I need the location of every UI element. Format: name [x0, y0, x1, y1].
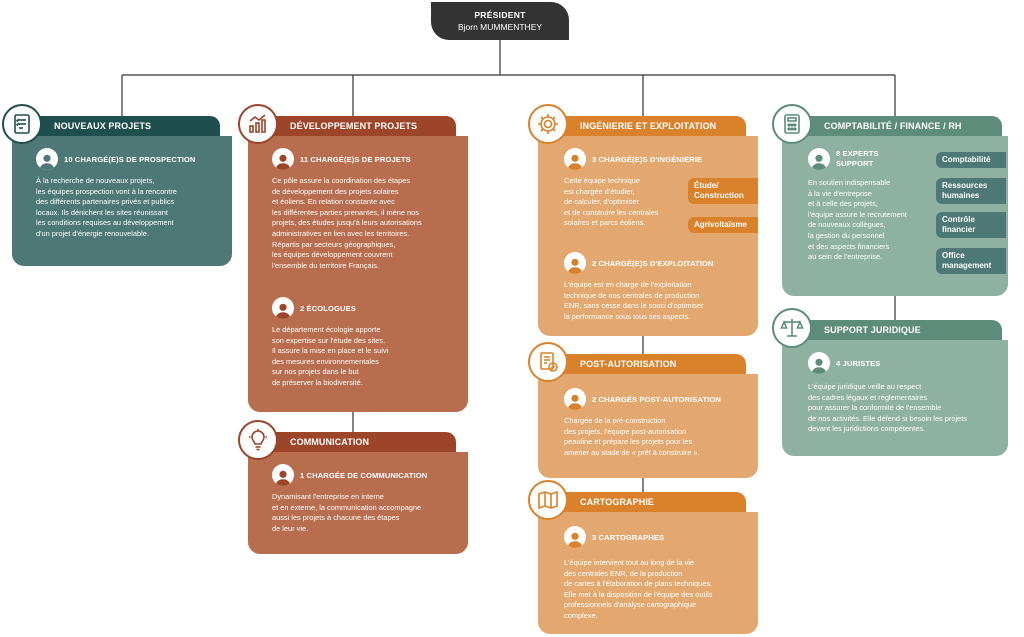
person-icon [272, 464, 294, 486]
team-label: 4 JURISTES [836, 358, 881, 368]
tag-controle-financier: Contrôle financier [936, 212, 1006, 238]
person-icon [564, 388, 586, 410]
team-label: 2 ÉCOLOGUES [300, 303, 356, 313]
team-label: 1 CHARGÉE DE COMMUNICATION [300, 470, 428, 480]
person-icon [36, 148, 58, 170]
team-juristes: 4 JURISTES [808, 352, 880, 374]
chart-growth-icon [238, 104, 278, 144]
person-icon [564, 526, 586, 548]
team-label: 3 CHARGÉ(E)S D'INGÉNIERIE [592, 154, 703, 164]
team-description: Ce pôle assure la coordination des étape… [272, 176, 422, 270]
team-label: 2 CHARGÉS POST-AUTORISATION [592, 394, 721, 404]
team-label: 3 CARTOGRAPHES [592, 532, 665, 542]
team-cartographes: 3 CARTOGRAPHES [564, 526, 664, 548]
dept-developpement [248, 136, 468, 412]
team-description: Chargée de la pré-construction des proje… [564, 416, 700, 457]
person-icon [564, 252, 586, 274]
team-experts-support: 8 EXPERTS SUPPORT [808, 148, 894, 170]
team-description: En soutien indispensable à la vie d'entr… [808, 178, 907, 262]
person-icon [564, 148, 586, 170]
dept-developpement-title: DÉVELOPPEMENT PROJETS [260, 116, 456, 136]
gear-icon [528, 104, 568, 144]
calculator-icon [772, 104, 812, 144]
lightbulb-icon [238, 420, 278, 460]
dept-comptabilite-title: COMPTABILITÉ / FINANCE / RH [794, 116, 1002, 136]
tag-ressources-humaines: Ressources humaines [936, 178, 1006, 204]
tag-etude-construction: Étude/ Construction [688, 178, 758, 204]
dept-cartographie-title: CARTOGRAPHIE [550, 492, 746, 512]
team-post-autorisation: 2 CHARGÉS POST-AUTORISATION [564, 388, 721, 410]
team-label: 2 CHARGÉ(E)S D'EXPLOITATION [592, 258, 714, 268]
document-check-icon [528, 342, 568, 382]
team-description: Cette équipe technique est chargée d'étu… [564, 176, 659, 228]
person-icon [808, 352, 830, 374]
team-prospection: 10 CHARGÉ(E)S DE PROSPECTION [36, 148, 196, 170]
tag-comptabilite: Comptabilité [936, 152, 1006, 168]
team-ecologues: 2 ÉCOLOGUES [272, 297, 356, 319]
team-charges-projets: 11 CHARGÉ(E)S DE PROJETS [272, 148, 411, 170]
dept-ingenierie-title: INGÉNIERIE ET EXPLOITATION [550, 116, 746, 136]
president-box: PRÉSIDENT Bjorn MUMMENTHEY [431, 2, 569, 40]
dept-juridique-title: SUPPORT JURIDIQUE [794, 320, 1002, 340]
team-description: L'équipe juridique veille au respect des… [808, 382, 967, 434]
team-description: L'équipe est en charge de l'exploitation… [564, 280, 704, 321]
tag-office-management: Office management [936, 248, 1006, 274]
map-icon [528, 480, 568, 520]
team-description: Le département écologie apporte son expe… [272, 325, 389, 387]
person-icon [272, 148, 294, 170]
team-ingenierie: 3 CHARGÉ(E)S D'INGÉNIERIE [564, 148, 702, 170]
dept-communication-title: COMMUNICATION [260, 432, 456, 452]
dept-post-autorisation-title: POST-AUTORISATION [550, 354, 746, 374]
team-label: 11 CHARGÉ(E)S DE PROJETS [300, 154, 411, 164]
scales-icon [772, 308, 812, 348]
team-label: 8 EXPERTS SUPPORT [836, 149, 879, 168]
team-description: L'équipe intervient tout au long de la v… [564, 558, 713, 620]
dept-nouveaux-projets-title: NOUVEAUX PROJETS [24, 116, 220, 136]
team-label: 10 CHARGÉ(E)S DE PROSPECTION [64, 154, 196, 164]
team-exploitation: 2 CHARGÉ(E)S D'EXPLOITATION [564, 252, 714, 274]
checklist-icon [2, 104, 42, 144]
tag-agrivoltaisme: Agrivoltaïsme [688, 217, 758, 233]
president-name: Bjorn MUMMENTHEY [457, 22, 543, 32]
person-icon [808, 148, 830, 170]
team-description: Dynamisant l'entreprise en interne et en… [272, 492, 422, 533]
team-description: À la recherche de nouveaux projets, les … [36, 176, 177, 238]
person-icon [272, 297, 294, 319]
president-role: PRÉSIDENT [474, 10, 526, 20]
team-communication: 1 CHARGÉE DE COMMUNICATION [272, 464, 427, 486]
